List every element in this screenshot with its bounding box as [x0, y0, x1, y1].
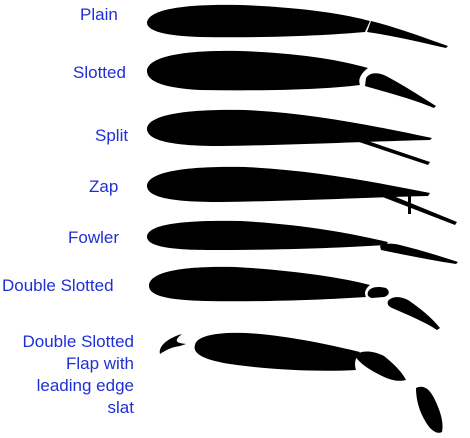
- label-slotted: Slotted: [73, 63, 126, 82]
- label-line: leading edge: [36, 376, 134, 395]
- label-double-slotted: Double Slotted: [2, 276, 114, 295]
- airfoil-double-slotted-slat: [159, 332, 443, 433]
- label-line: slat: [107, 398, 134, 417]
- label-line: Flap with: [65, 354, 134, 373]
- label-double-slotted-with-slat: Double Slotted Flap with leading edge sl…: [0, 331, 134, 419]
- zap-link: [408, 194, 411, 214]
- airfoil-zap: [146, 166, 457, 225]
- forward-flap: [367, 287, 389, 298]
- split-flap: [350, 137, 430, 165]
- forward-flap: [355, 351, 406, 381]
- leading-edge-slat: [159, 334, 186, 354]
- label-split: Split: [95, 126, 129, 145]
- main-wing: [146, 109, 432, 146]
- plain-flap: [367, 21, 448, 48]
- main-wing: [146, 166, 430, 202]
- slotted-flap: [365, 73, 436, 108]
- label-line: Double Slotted: [22, 332, 134, 351]
- airfoil-slotted: [146, 50, 436, 108]
- label-plain: Plain: [80, 5, 118, 24]
- label-fowler: Fowler: [68, 228, 120, 247]
- airfoil-fowler: [146, 220, 458, 264]
- airfoil-plain: [146, 4, 448, 48]
- main-wing: [146, 50, 368, 91]
- airfoil-double-slotted: [148, 266, 440, 330]
- main-wing: [148, 266, 370, 302]
- zap-flap: [380, 193, 457, 225]
- airfoil-split: [146, 109, 432, 165]
- aft-flap: [387, 297, 440, 330]
- label-zap: Zap: [89, 177, 119, 196]
- main-wing: [146, 220, 388, 250]
- aft-flap: [416, 386, 443, 433]
- main-wing: [194, 332, 360, 371]
- fowler-flap: [380, 243, 458, 264]
- main-wing: [146, 4, 370, 38]
